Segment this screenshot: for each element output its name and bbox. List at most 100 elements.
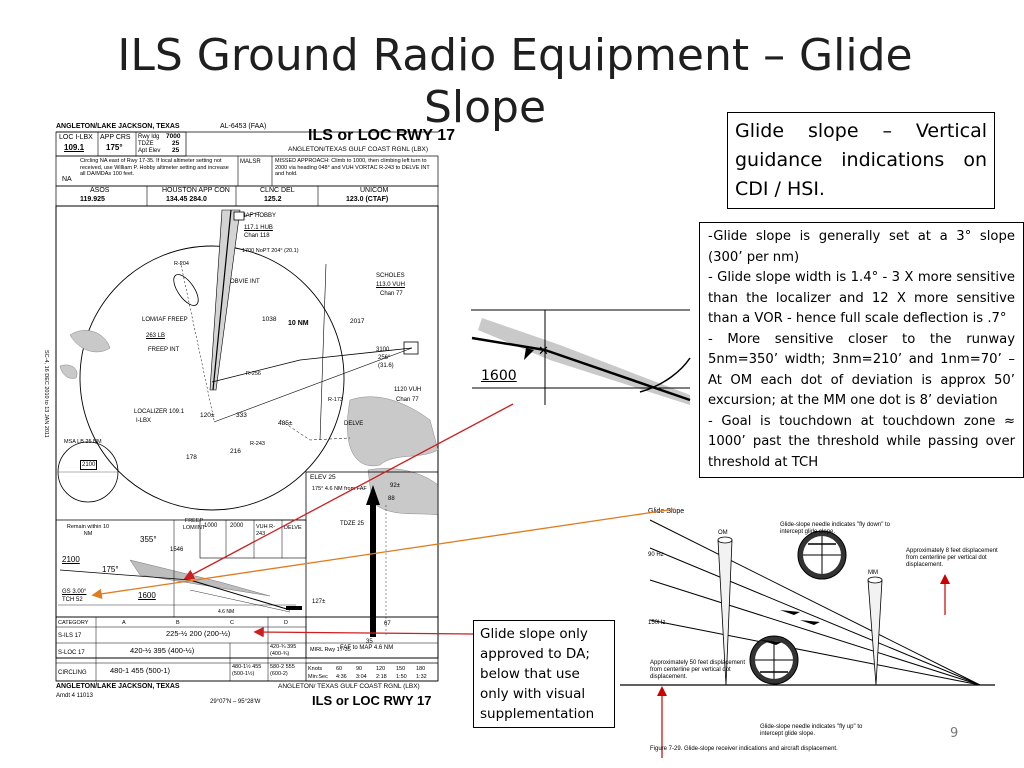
approach-chart: ANGLETON/LAKE JACKSON, TEXAS AL-6453 (FA… [43, 120, 455, 712]
crs-256: 256° [378, 355, 391, 361]
footer-amdt: Amdt 4 11013 [56, 693, 93, 699]
glide-slope-figure: Glide Slope Glide-slope needle indicates… [600, 500, 1010, 758]
detail-line-1: -Glide slope is generally set at a 3° sl… [708, 229, 1015, 265]
tdze-label: TDZE [138, 141, 154, 147]
elev-178: 178 [186, 454, 197, 461]
msa-label: MSA LB 25 NM [64, 439, 102, 445]
elev-2017: 2017 [350, 318, 365, 325]
min-loc-name: S-LOC 17 [58, 650, 85, 656]
footer-right: ANGLETON/ TEXAS GULF COAST RGNL (LBX) [278, 683, 420, 690]
svg-text:✕: ✕ [538, 344, 549, 359]
category-c: C [230, 620, 234, 626]
min-circling-d: 580-2 555 (600-2) [270, 664, 295, 677]
procedure-title: ILS or LOC RWY 17 [308, 127, 455, 144]
elev-333: 333 [236, 412, 247, 419]
elev-box: ELEV 25 [310, 474, 336, 481]
r173-label: R-173 [328, 397, 343, 403]
na-note: NA [62, 176, 72, 183]
mirl-label: MIRL Rwy 17-35 [310, 647, 351, 653]
profile-355: 355° [140, 535, 157, 544]
minsec-90: 3:04 [356, 674, 367, 680]
detail-line-3: - More sensitive closer to the runway 5n… [708, 331, 1015, 409]
hobby-chan: Chan 118 [244, 233, 270, 239]
gs-caption: Figure 7-29. Glide-slope receiver indica… [650, 746, 838, 752]
chart-side-text: SC-4, 16 DEC 2010 to 13 JAN 2011 [43, 350, 49, 438]
knots-120: 120 [376, 666, 386, 672]
loc-freq: 109.1 [64, 143, 85, 152]
apt-elev-label: Apt Elev [138, 148, 161, 154]
min-circling-c: 480-1½ 455 (500-1½) [232, 664, 262, 677]
minsec-label: Min:Sec [308, 674, 328, 680]
glide-slope-drawing [620, 519, 995, 758]
rwy-ldg-value: 7000 [166, 133, 181, 140]
asos-freq: 119.925 [80, 196, 105, 203]
elev-216: 216 [230, 448, 241, 455]
profile-1546: 1546 [170, 547, 184, 553]
app-crs-label: APP CRS [100, 134, 131, 141]
localizer-id: I-LBX [136, 418, 152, 424]
gs-fly-up: Glide-slope needle indicates "fly up" to… [760, 724, 863, 737]
ring-1120: 1120 VUH [394, 387, 422, 393]
knots-60: 60 [336, 666, 343, 672]
elev-67: 67 [384, 621, 391, 627]
app-crs: 175° [106, 143, 123, 152]
elev-88: 88 [388, 496, 395, 502]
msa-alt: 2100 [80, 460, 98, 470]
ten-nm-label: 10 NM [288, 320, 309, 327]
missed-approach-text: MISSED APPROACH: Climb to 1000, then cli… [275, 158, 430, 178]
r243-label: R-243 [250, 441, 265, 447]
gs-note-8ft: Approximately 8 feet displacement from c… [906, 548, 998, 568]
chart-header-faa: AL-6453 (FAA) [220, 123, 267, 130]
freep-label: LOM/IAF FREEP [142, 317, 188, 323]
min-loc-d: 420-¾ 395 (400-¾) [270, 644, 297, 657]
ma-delve: DELVE [284, 525, 302, 531]
category-a: A [122, 620, 126, 626]
profile-4-6nm: 4.6 NM [218, 609, 235, 615]
minsec-120: 2:18 [376, 674, 387, 680]
gs-angle: GS 3.00° [62, 589, 87, 595]
scholes-chan: Chan 77 [380, 291, 403, 297]
chan-77: Chan 77 [396, 397, 419, 403]
detail-line-4: - Goal is touchdown at touchdown zone ≈ … [708, 413, 1015, 470]
min-ils-name: S-ILS 17 [58, 633, 82, 639]
hobby-freq: 117.1 HUB [244, 225, 273, 231]
profile-2100: 2100 [62, 555, 80, 564]
clnc-label: CLNC DEL [260, 187, 295, 194]
minsec-150: 1:50 [396, 674, 407, 680]
knots-90: 90 [356, 666, 363, 672]
apt-elev-value: 25 [172, 147, 180, 154]
localizer-label: LOCALIZER 109.1 [134, 409, 185, 415]
malsr-label: MALSR [240, 159, 261, 165]
minsec-60: 4:36 [336, 674, 347, 680]
category-label: CATEGORY [58, 620, 89, 626]
r256-label: R-256 [246, 371, 261, 377]
rwy-ldg-label: Rwy ldg [138, 134, 160, 140]
callout-glide-slope-details: -Glide slope is generally set at a 3° sl… [699, 222, 1024, 478]
min-loc-value: 420-½ 395 (400-½) [130, 646, 195, 655]
ma-1000: 1000 [204, 523, 218, 529]
r204-label: R-204 [174, 261, 189, 267]
gs-heading: Glide Slope [648, 508, 685, 515]
circling-note: Circling NA east of Rwy 17-35. If local … [80, 158, 229, 178]
min-circling-name: CIRCLING [58, 670, 87, 676]
min-ils-value: 225-½ 200 (200-½) [166, 629, 231, 638]
knots-180: 180 [416, 666, 426, 672]
zoom-profile-altitude: 1600 [481, 368, 517, 384]
min-circling-value: 480-1 455 (500-1) [110, 666, 171, 675]
ma-vuh: VUH R-243 [256, 524, 275, 537]
knots-label: Knots [308, 666, 323, 672]
callout-da-note: Glide slope only approved to DA; below t… [473, 620, 615, 728]
faf-to-map: FAF to MAP 4.6 NM [340, 645, 394, 651]
slide-title-line1: ILS Ground Radio Equipment – Glide [117, 30, 913, 81]
chart-header-left: ANGLETON/LAKE JACKSON, TEXAS [56, 123, 180, 130]
footer-left: ANGLETON/LAKE JACKSON, TEXAS [56, 683, 180, 690]
alt-3100: 3100 [376, 347, 390, 353]
minsec-180: 1:32 [416, 674, 427, 680]
footer-coord: 29°07'N – 95°28'W [210, 699, 261, 705]
unicom-freq: 123.0 (CTAF) [346, 196, 389, 203]
nopt-note: 1700 NoPT 204° (20.1) [242, 248, 299, 254]
fm-faf: 175° 4.6 NM from FAF [312, 486, 367, 492]
gs-mm: MM [868, 570, 878, 576]
elev-92: 92± [390, 483, 400, 489]
airport-name: ANGLETON/TEXAS GULF COAST RGNL (LBX) [288, 146, 429, 153]
